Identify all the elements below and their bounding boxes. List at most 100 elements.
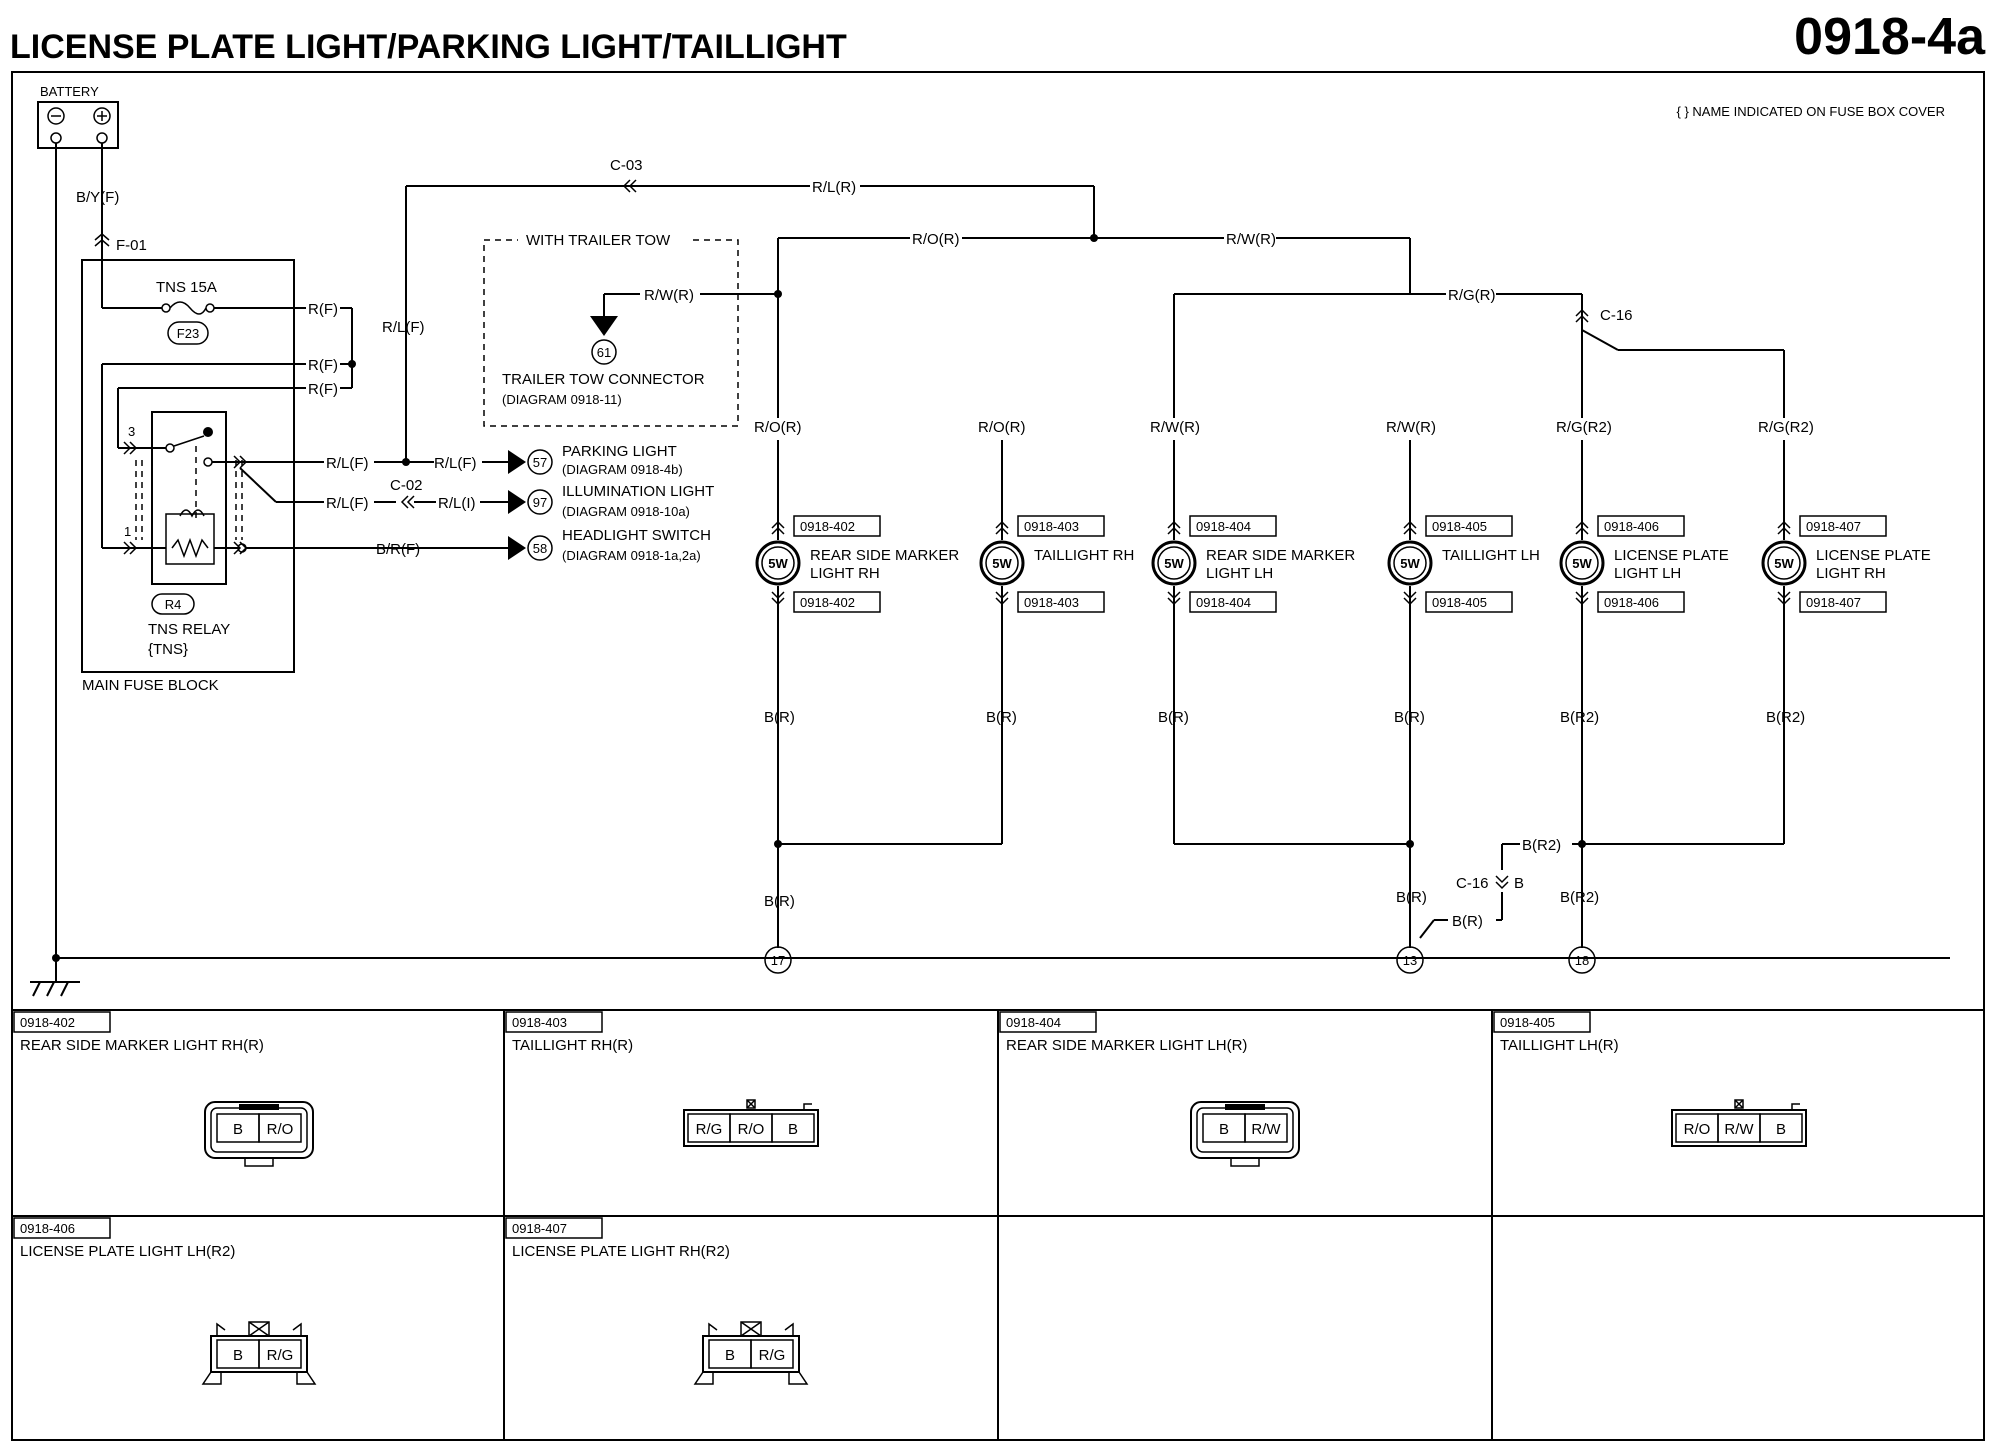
connector-title: REAR SIDE MARKER LIGHT LH(R) <box>1006 1037 1247 1054</box>
svg-text:58: 58 <box>533 541 547 556</box>
wire-label-b-r-1: B(R) <box>764 709 795 726</box>
bulb-icon <box>1559 540 1605 586</box>
lamp-connector-icon <box>995 520 1009 535</box>
relay-pin-3: 3 <box>128 424 135 439</box>
wire-label-rg-r-bus: R/G(R) <box>1448 287 1496 304</box>
relay-coil-icon <box>165 509 215 565</box>
lamp-name: LICENSE PLATE <box>1614 547 1729 564</box>
svg-text:17: 17 <box>771 953 785 968</box>
connector-pin-label: B <box>233 1347 243 1364</box>
bulb-icon <box>1761 540 1807 586</box>
connector-code: 0918-407 <box>512 1221 567 1236</box>
page-title: LICENSE PLATE LIGHT/PARKING LIGHT/TAILLI… <box>10 28 847 66</box>
wire-label-b-r-2: B(R) <box>986 709 1017 726</box>
relay-id-label: R4 <box>165 597 182 612</box>
wire-label-b-r2-2: B(R2) <box>1766 709 1805 726</box>
trailer-tow-arrow <box>590 316 618 336</box>
page-code: 0918-4a <box>1794 8 1986 66</box>
connector-shape-icon <box>1190 1101 1300 1167</box>
svg-text:57: 57 <box>533 455 547 470</box>
lamp-code-top: 0918-407 <box>1806 519 1861 534</box>
trailer-tow-num: 61 <box>597 345 611 360</box>
main-fuse-block <box>81 259 295 673</box>
lamp-name-line2: LIGHT RH <box>810 565 880 582</box>
wire-label-b-r-5: B(R) <box>764 893 795 910</box>
wire-label-rw-r-bus: R/W(R) <box>1226 231 1276 248</box>
bulb-icon <box>1387 540 1433 586</box>
relay-alias-label: {TNS} <box>148 641 188 658</box>
wire-label-rl-r: R/L(R) <box>812 179 856 196</box>
wire-label-ro-r-2: R/O(R) <box>978 419 1026 436</box>
svg-text:18: 18 <box>1575 953 1589 968</box>
connector-pin-label: B <box>1776 1121 1786 1138</box>
wire-label-b-r-3: B(R) <box>1158 709 1189 726</box>
connector-title: LICENSE PLATE LIGHT RH(R2) <box>512 1243 730 1260</box>
connector-pin <box>1244 1113 1288 1143</box>
connector-pin-label: R/O <box>267 1121 294 1138</box>
junction-dot <box>774 290 782 298</box>
lamp-name: REAR SIDE MARKER <box>1206 547 1355 564</box>
lamp-connector-icon <box>1777 591 1791 606</box>
lamp-code-top: 0918-402 <box>800 519 855 534</box>
lamp-name: REAR SIDE MARKER <box>810 547 959 564</box>
connector-label-c02: C-02 <box>390 477 423 494</box>
lamp-connector-icon <box>1575 520 1589 535</box>
relay-pin-1: 1 <box>124 524 131 539</box>
lamp-name-line2: LIGHT LH <box>1206 565 1273 582</box>
wire-label-b-r2-jumper: B(R2) <box>1522 837 1561 854</box>
offpage-parking-light: 57 PARKING LIGHT (DIAGRAM 0918-4b) <box>508 443 683 477</box>
connector-pin-label: R/W <box>1251 1121 1281 1138</box>
svg-text:(DIAGRAM 0918-10a): (DIAGRAM 0918-10a) <box>562 504 690 519</box>
connector-shape-icon <box>1671 1099 1807 1147</box>
connector-pin-label: B <box>725 1347 735 1364</box>
battery-icon <box>37 101 119 149</box>
lamp-connector-icon <box>1167 520 1181 535</box>
connector-shape-icon <box>683 1099 819 1147</box>
wire-label-rg-r2-2: R/G(R2) <box>1758 419 1814 436</box>
lamp-code-bottom: 0918-402 <box>800 595 855 610</box>
lamp-code-top: 0918-403 <box>1024 519 1079 534</box>
svg-text:PARKING LIGHT: PARKING LIGHT <box>562 443 677 460</box>
connector-title: TAILLIGHT RH(R) <box>512 1037 633 1054</box>
lamp-name-line2: LIGHT RH <box>1816 565 1886 582</box>
connector-code: 0918-402 <box>20 1015 75 1030</box>
connector-pin-label: R/O <box>738 1121 765 1138</box>
lamp-wattage: 5W <box>1572 556 1592 571</box>
relay-id-badge <box>151 593 195 615</box>
wire-label-rl-f-3: R/L(F) <box>326 495 369 512</box>
fuse-box-note: { } NAME INDICATED ON FUSE BOX COVER <box>1677 104 1945 119</box>
connector-code: 0918-405 <box>1500 1015 1555 1030</box>
wire-label-rl-f-1: R/L(F) <box>326 455 369 472</box>
lamp-connector-icon <box>771 591 785 606</box>
connector-pin-label: B <box>788 1121 798 1138</box>
lamp-connector-icon <box>1777 520 1791 535</box>
lamp-connector-icon <box>771 520 785 535</box>
offpage-headlight-switch: 58 HEADLIGHT SWITCH (DIAGRAM 0918-1a,2a) <box>508 527 711 563</box>
tns-relay <box>151 411 227 585</box>
lamp-name: TAILLIGHT RH <box>1034 547 1134 564</box>
ground-point-18: 18 <box>1568 946 1596 974</box>
wire-label-by-f: B/Y(F) <box>76 189 119 206</box>
connector-title: REAR SIDE MARKER LIGHT RH(R) <box>20 1037 264 1054</box>
trailer-tow-title: WITH TRAILER TOW <box>526 232 671 249</box>
lamp-code-bottom: 0918-407 <box>1806 595 1861 610</box>
connector-c16-b-icon <box>1495 875 1509 890</box>
svg-text:HEADLIGHT SWITCH: HEADLIGHT SWITCH <box>562 527 711 544</box>
lamp-code-box <box>793 515 881 537</box>
connector-c16-icon <box>1575 308 1589 323</box>
lamp-connector-icon <box>995 591 1009 606</box>
battery-label: BATTERY <box>40 84 99 99</box>
wire-label-ro-r-1: R/O(R) <box>754 419 802 436</box>
connector-label-f01: F-01 <box>116 237 147 254</box>
wire-label-rw-r-trailer: R/W(R) <box>644 287 694 304</box>
lamp-wattage: 5W <box>768 556 788 571</box>
fuse-name-label: TNS 15A <box>156 279 217 296</box>
